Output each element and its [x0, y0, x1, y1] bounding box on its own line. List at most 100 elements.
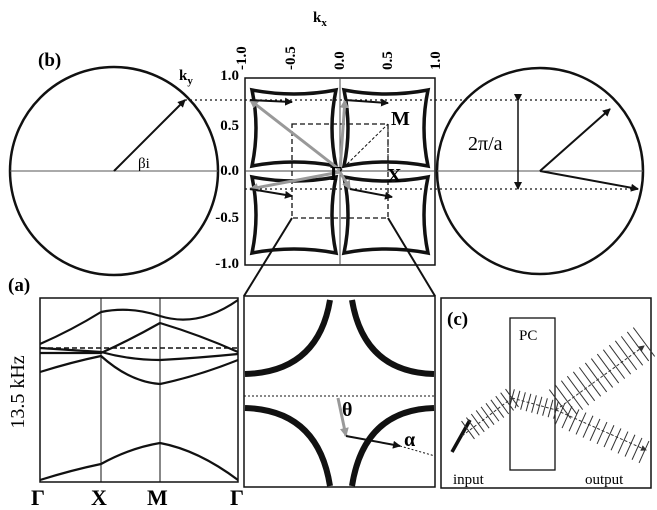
wavefront-line: [582, 415, 594, 438]
source-bar: [450, 419, 472, 453]
wavefront-line: [554, 384, 578, 415]
wavefront-line: [589, 418, 601, 441]
x-point-label: X: [387, 165, 402, 187]
wavefront-line: [575, 412, 587, 435]
wavefront-line: [466, 417, 480, 436]
panel-label-c: (c): [447, 309, 468, 330]
ky-tick-label: 0.5: [220, 118, 239, 134]
beta-label: βi: [138, 156, 150, 172]
pc-slab: [509, 317, 556, 471]
wavefront-line: [560, 380, 584, 410]
wavefront-line: [542, 398, 548, 416]
refracted-wavevector-arrow: [539, 170, 639, 192]
wavefront-line: [603, 425, 615, 448]
wavefront-line: [547, 399, 554, 418]
incident-wavevector-arrow: [113, 99, 186, 172]
incident-ray: [461, 397, 513, 437]
wavefront-line: [632, 327, 656, 357]
wavefront-line: [475, 410, 490, 429]
frequency-label: 13.5 kHz: [7, 355, 29, 428]
wavefront-line: [608, 344, 632, 375]
ky-tick-label: -1.0: [215, 256, 239, 272]
zoom-grey-vector: [336, 397, 349, 437]
internal-ray: [511, 397, 557, 411]
zoom-line-right: [387, 217, 436, 297]
group-velocity-arrow: [249, 188, 293, 199]
band-acoustic: [39, 441, 239, 482]
output-label: output: [585, 472, 624, 488]
zoom-line-left: [243, 217, 293, 297]
wavefront-line: [490, 399, 505, 418]
wavefront-line: [485, 403, 500, 422]
ky-tick-label: 0.0: [220, 163, 239, 179]
band-axis-label: X: [91, 485, 107, 510]
wavefront-line: [590, 358, 614, 388]
input-label: input: [453, 472, 485, 488]
zoom-group-velocity-arrow: [345, 435, 401, 449]
transmitted-wavevector-arrow: [539, 108, 611, 172]
wavefront-line: [596, 421, 608, 445]
wavefront-line: [536, 396, 543, 415]
pc-label: PC: [519, 328, 537, 344]
grey-vector-upper-left: [249, 98, 341, 172]
band-lower: [39, 354, 239, 386]
wavefront-line: [572, 371, 596, 402]
output-ray-up: [555, 345, 645, 411]
grey-vector-lower-left: [249, 170, 341, 192]
wavefront-line: [602, 349, 626, 379]
band-axis-label: Γ: [31, 485, 45, 510]
contour-lower-right: [341, 174, 431, 256]
group-velocity-arrow: [344, 98, 389, 107]
brillouin-zone-box: [291, 123, 389, 219]
wavefront-line: [620, 336, 644, 366]
zoom-contour-lower-left: [244, 405, 333, 487]
kx-tick-label: -0.5: [283, 46, 299, 70]
band-flat: [40, 321, 239, 355]
wavefront-line: [631, 437, 643, 460]
band-axis-label: M: [147, 485, 168, 510]
grey-vector-down: [338, 171, 352, 190]
zoom-contour-upper-left: [244, 299, 333, 377]
group-velocity-arrows: [249, 97, 393, 200]
period-label: 2π/a: [468, 133, 503, 155]
wavefront-line: [638, 440, 650, 464]
m-point-label: M: [391, 108, 410, 130]
ky-axis-title: ky: [179, 68, 193, 87]
gamma-point-label: Γ: [330, 163, 343, 185]
band-structure-frame: [39, 297, 239, 483]
wavefront-line: [624, 434, 636, 457]
zoom-frame: [243, 295, 436, 488]
wavefront-line: [470, 413, 485, 433]
wavefront-line: [554, 402, 566, 426]
contour-upper-right: [341, 87, 431, 169]
zoom-contours: [244, 299, 435, 487]
wavefront-line: [626, 331, 650, 362]
wavefront-line: [584, 362, 608, 393]
wavefront-line: [561, 406, 573, 429]
wavefront-line: [548, 389, 572, 419]
wavefront-line: [614, 340, 638, 371]
output-ray-down: [555, 409, 647, 451]
kx-tick-label: 0.5: [380, 51, 396, 70]
kx-axis-title: kx: [313, 10, 327, 29]
schematic-frame: [440, 297, 652, 489]
zoom-contour-upper-right: [349, 299, 435, 377]
contour-lower-left: [249, 174, 339, 256]
band-axis-label: Γ: [230, 485, 244, 510]
group-velocity-arrow: [349, 188, 393, 200]
ky-tick-label: 1.0: [220, 68, 239, 84]
wavefront-hatching: [461, 327, 656, 464]
panel-label-b: (b): [38, 50, 61, 71]
gamma-m-path: [339, 123, 389, 172]
wavefront-line: [596, 353, 620, 384]
band-upper: [39, 299, 239, 346]
wavefront-line: [617, 431, 629, 454]
wavefront-line: [566, 375, 590, 406]
wavefront-line: [568, 409, 580, 432]
band-mid: [39, 346, 239, 362]
dispersion-bands: [39, 299, 239, 482]
kx-tick-labels: -1.0 -0.5 0.0 0.5 1.0: [234, 46, 444, 70]
ky-tick-label: -0.5: [215, 210, 239, 226]
alpha-label: α: [404, 429, 415, 451]
